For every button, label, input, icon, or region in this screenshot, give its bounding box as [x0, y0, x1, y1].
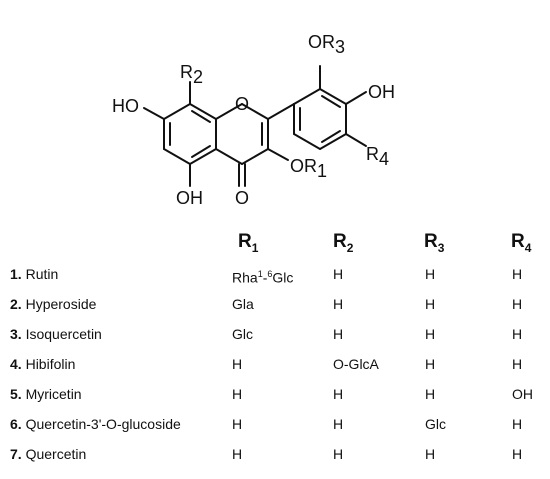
cell-r4: H: [512, 416, 523, 432]
compound-name: 7. Quercetin: [10, 446, 87, 462]
cell-r1: H: [232, 416, 243, 432]
label-ring-oxygen: O: [235, 94, 249, 114]
cell-r1: Gla: [232, 296, 254, 312]
cell-r1: Glc: [232, 326, 253, 342]
cell-r2: H: [333, 326, 344, 342]
compound-name: 3. Isoquercetin: [10, 326, 102, 342]
cell-r2: H: [333, 416, 344, 432]
table-row: 5. Myricetin H H H OH: [0, 379, 550, 409]
ring-c-bonds: [215, 103, 269, 187]
label-or1: OR1: [290, 156, 327, 181]
cell-r3: H: [425, 326, 436, 342]
substituent-bonds: [143, 81, 295, 187]
cell-r4: OH: [512, 386, 533, 402]
table-header: R1 R2 R3 R4: [0, 225, 550, 259]
label-oh-top: OH: [368, 82, 395, 102]
compound-name: 2. Hyperoside: [10, 296, 97, 312]
ring-b-bonds: [293, 65, 367, 150]
label-r4: R4: [366, 144, 389, 169]
cell-r4: H: [512, 356, 523, 372]
substituent-table: R1 R2 R3 R4 1. Rutin Rha1-6Glc H H H 2. …: [0, 225, 550, 469]
cell-r1: Rha1-6Glc: [232, 269, 294, 286]
cell-r1: H: [232, 386, 243, 402]
compound-name: 1. Rutin: [10, 266, 59, 282]
cell-r2: H: [333, 386, 344, 402]
cell-r3: Glc: [425, 416, 446, 432]
cell-r4: H: [512, 446, 523, 462]
compound-name: 5. Myricetin: [10, 386, 82, 402]
table-row: 6. Quercetin-3'-O-glucoside H H Glc H: [0, 409, 550, 439]
flavonoid-structure: OR3 OH R2 HO O R4 OR1 OH O: [112, 32, 395, 208]
table-row: 3. Isoquercetin Glc H H H: [0, 319, 550, 349]
table-row: 2. Hyperoside Gla H H H: [0, 289, 550, 319]
header-r2: R2: [333, 231, 354, 255]
cell-r3: H: [425, 386, 436, 402]
table-row: 4. Hibifolin H O-GlcA H H: [0, 349, 550, 379]
table-row: 1. Rutin Rha1-6Glc H H H: [0, 259, 550, 289]
label-ketone-oxygen: O: [235, 188, 249, 208]
label-oh-bottom: OH: [176, 188, 203, 208]
cell-r1: H: [232, 356, 243, 372]
cell-r2: H: [333, 266, 344, 282]
header-r4: R4: [511, 231, 532, 255]
cell-r3: H: [425, 446, 436, 462]
cell-r4: H: [512, 296, 523, 312]
cell-r4: H: [512, 326, 523, 342]
cell-r2: O-GlcA: [333, 356, 379, 372]
label-r2: R2: [180, 62, 203, 87]
label-ho-left: HO: [112, 96, 139, 116]
atom-labels: OR3 OH R2 HO O R4 OR1 OH O: [112, 32, 395, 208]
cell-r2: H: [333, 296, 344, 312]
cell-r3: H: [425, 296, 436, 312]
label-or3: OR3: [308, 32, 345, 57]
header-r3: R3: [424, 231, 445, 255]
ring-a-bonds: [163, 103, 217, 165]
compound-name: 6. Quercetin-3'-O-glucoside: [10, 416, 181, 432]
cell-r3: H: [425, 266, 436, 282]
cell-r2: H: [333, 446, 344, 462]
table-row: 7. Quercetin H H H H: [0, 439, 550, 469]
cell-r3: H: [425, 356, 436, 372]
cell-r1: H: [232, 446, 243, 462]
compound-name: 4. Hibifolin: [10, 356, 76, 372]
header-r1: R1: [238, 231, 259, 255]
cell-r4: H: [512, 266, 523, 282]
